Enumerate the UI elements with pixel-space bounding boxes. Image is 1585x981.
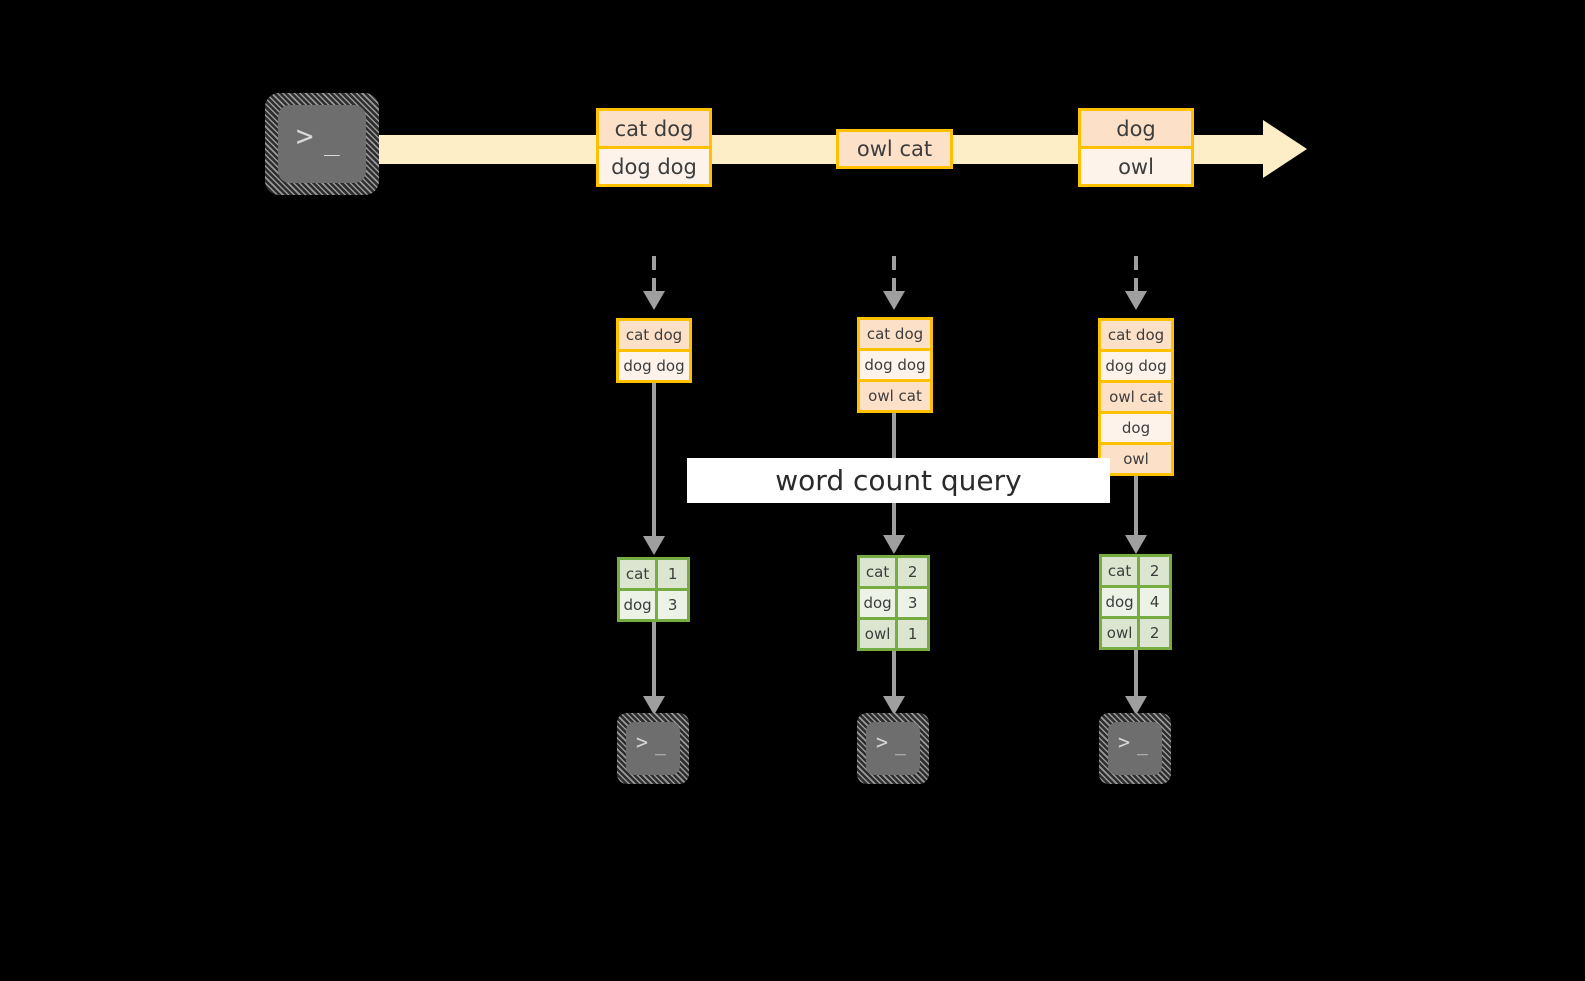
stream-arrowhead-icon [1263,120,1307,178]
column-1-dashed-connector [652,256,656,294]
result-word: owl [860,620,899,648]
terminal-cursor-glyph: _ [1137,735,1148,756]
column-2-dashed-connector [892,256,896,294]
column-1-sink-connector [652,622,656,698]
stream-batch-3-line: dog [1081,111,1191,146]
column-2-sink-connector [892,651,896,698]
result-row: cat 1 [620,560,687,588]
column-1-result-table: cat 1 dog 3 [617,557,690,622]
column-3-sink-connector [1134,650,1138,698]
column-3-sink-terminal-icon: > _ [1099,713,1171,784]
result-word: owl [1102,619,1141,647]
result-row: cat 2 [1102,557,1169,585]
result-count: 4 [1140,588,1169,616]
stream-batch-3: dog owl [1078,108,1194,187]
result-row: owl 1 [860,617,927,648]
column-1-query-arrowhead-icon [643,536,665,555]
terminal-body [626,722,680,775]
result-row: cat 2 [860,558,927,586]
terminal-cursor-glyph: _ [324,127,340,157]
result-row: dog 4 [1102,585,1169,616]
column-2-result-table: cat 2 dog 3 owl 1 [857,555,930,651]
terminal-prompt-glyph: > [876,730,889,754]
source-terminal-icon: > _ [265,93,379,195]
result-row: dog 3 [860,586,927,617]
column-1-sink-arrowhead-icon [643,696,665,715]
column-1-query-connector [652,383,656,538]
column-2-query-arrowhead-icon [883,535,905,554]
result-word: cat [860,558,899,586]
terminal-body [278,105,366,183]
stream-batch-1-line: cat dog [599,111,709,146]
column-3-dashed-connector [1134,256,1138,294]
result-word: cat [620,560,659,588]
result-count: 3 [658,591,687,619]
stream-batch-1-line: dog dog [599,146,709,184]
input-row: cat dog [860,320,930,348]
input-row: dog dog [619,349,689,380]
column-2-sink-terminal-icon: > _ [857,713,929,784]
result-count: 1 [898,620,927,648]
result-count: 2 [1140,557,1169,585]
input-row: cat dog [619,321,689,349]
terminal-cursor-glyph: _ [655,735,666,756]
result-count: 2 [1140,619,1169,647]
stream-batch-1: cat dog dog dog [596,108,712,187]
input-row: dog dog [1101,349,1171,380]
column-2-input-table: cat dog dog dog owl cat [857,317,933,413]
input-row: owl cat [860,379,930,410]
terminal-prompt-glyph: > [296,119,314,153]
result-word: cat [1102,557,1141,585]
terminal-cursor-glyph: _ [895,735,906,756]
input-row: dog [1101,411,1171,442]
result-word: dog [1102,588,1141,616]
stream-batch-3-line: owl [1081,146,1191,184]
input-row: dog dog [860,348,930,379]
result-count: 1 [658,560,687,588]
result-word: dog [860,589,899,617]
column-3-query-arrowhead-icon [1125,535,1147,554]
column-2-dashed-arrowhead-icon [883,291,905,310]
column-1-sink-terminal-icon: > _ [617,713,689,784]
terminal-prompt-glyph: > [636,730,649,754]
input-row: owl cat [1101,380,1171,411]
result-word: dog [620,591,659,619]
column-3-dashed-arrowhead-icon [1125,291,1147,310]
result-count: 3 [898,589,927,617]
terminal-body [866,722,920,775]
column-3-query-connector [1134,476,1138,537]
result-count: 2 [898,558,927,586]
result-row: owl 2 [1102,616,1169,647]
input-row: owl [1101,442,1171,473]
result-row: dog 3 [620,588,687,619]
stream-batch-2: owl cat [836,129,953,169]
query-label-band: word count query [687,458,1110,503]
column-3-sink-arrowhead-icon [1125,696,1147,715]
column-3-input-table: cat dog dog dog owl cat dog owl [1098,318,1174,476]
input-row: cat dog [1101,321,1171,349]
column-3-result-table: cat 2 dog 4 owl 2 [1099,554,1172,650]
column-1-dashed-arrowhead-icon [643,291,665,310]
terminal-body [1108,722,1162,775]
stream-batch-2-line: owl cat [839,132,950,166]
column-2-sink-arrowhead-icon [883,696,905,715]
terminal-prompt-glyph: > [1118,730,1131,754]
column-1-input-table: cat dog dog dog [616,318,692,383]
